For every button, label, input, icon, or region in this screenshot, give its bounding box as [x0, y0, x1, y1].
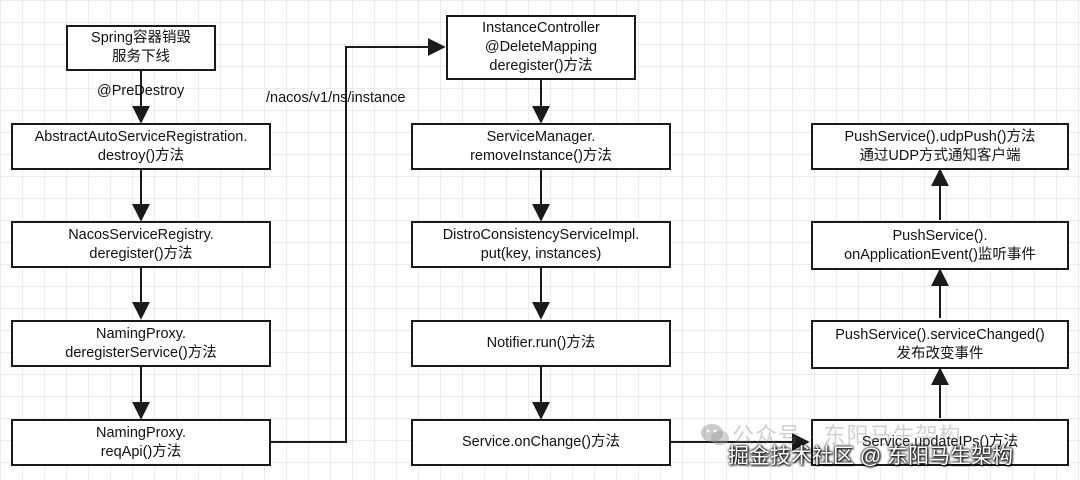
- label-api-path: /nacos/v1/ns/instance: [266, 90, 406, 106]
- node-push-onevent: PushService(). onApplicationEvent()监听事件: [811, 221, 1069, 270]
- node-text-line: Notifier.run()方法: [486, 335, 596, 351]
- watermark-main: 掘金技术社区 @ 东阳马生架构: [728, 445, 1013, 468]
- node-text-line: @DeleteMapping: [484, 39, 598, 55]
- node-nacos-service-registry: NacosServiceRegistry. deregister()方法: [11, 221, 271, 268]
- watermark: 公众号 · 东阳马生架构 掘金技术社区 @ 东阳马生架构: [690, 418, 1080, 480]
- node-service-updateips: Service.updateIPs()方法: [811, 419, 1069, 466]
- node-text-line: 通过UDP方式通知客户端: [859, 147, 1021, 164]
- node-naming-proxy-deregister: NamingProxy. deregisterService()方法: [11, 320, 271, 367]
- node-text-line: ServiceManager.: [486, 128, 596, 145]
- node-service-manager: ServiceManager. removeInstance()方法: [411, 123, 671, 170]
- node-text-line: onApplicationEvent()监听事件: [844, 246, 1036, 263]
- node-push-changed: PushService().serviceChanged() 发布改变事件: [811, 320, 1069, 369]
- edge-reqapi-to-controller: [271, 38, 446, 443]
- node-text-line: DistroConsistencyServiceImpl.: [442, 226, 640, 243]
- node-text-line: PushService().udpPush()方法: [844, 128, 1036, 145]
- node-text-line: destroy()方法: [97, 147, 185, 164]
- node-text-line: removeInstance()方法: [470, 147, 612, 164]
- node-text-line: deregister()方法: [489, 58, 593, 74]
- node-abstract-auto-service-registration: AbstractAutoServiceRegistration. destroy(…: [11, 123, 271, 170]
- node-text-line: InstanceController: [482, 20, 600, 36]
- node-text-line: Service.updateIPs()方法: [861, 434, 1019, 450]
- node-distro-consistency: DistroConsistencyServiceImpl. put(key, in…: [411, 221, 671, 268]
- node-spring-destroy: Spring容器销毁服务下线: [66, 25, 216, 71]
- node-text-line: PushService().: [892, 227, 988, 244]
- node-text-line: Spring容器销毁: [91, 30, 191, 46]
- node-text-line: Service.onChange()方法: [462, 434, 620, 450]
- node-text-line: deregisterService()方法: [65, 344, 217, 361]
- node-text-line: put(key, instances): [480, 245, 602, 262]
- node-text-line: PushService().serviceChanged(): [835, 326, 1045, 343]
- node-text-line: 服务下线: [112, 49, 170, 65]
- node-text-line: NacosServiceRegistry.: [68, 226, 214, 243]
- node-text-line: AbstractAutoServiceRegistration.: [34, 128, 248, 145]
- node-text-line: 发布改变事件: [896, 345, 984, 362]
- node-notifier-run: Notifier.run()方法: [411, 320, 671, 367]
- node-push-udp: PushService().udpPush()方法通过UDP方式通知客户端: [811, 123, 1069, 170]
- node-text-line: NamingProxy.: [96, 325, 186, 342]
- node-instance-controller: InstanceController @DeleteMapping deregist…: [446, 15, 636, 80]
- watermark-faint: 公众号 · 东阳马生架构: [732, 423, 962, 448]
- node-naming-proxy-reqapi: NamingProxy. reqApi()方法: [11, 419, 271, 466]
- node-text-line: reqApi()方法: [100, 443, 182, 460]
- label-predestroy: @PreDestroy: [97, 83, 185, 99]
- node-text-line: deregister()方法: [89, 245, 193, 262]
- node-service-onchange: Service.onChange()方法: [411, 419, 671, 466]
- node-text-line: NamingProxy.: [96, 424, 186, 441]
- wechat-icon: [701, 424, 729, 446]
